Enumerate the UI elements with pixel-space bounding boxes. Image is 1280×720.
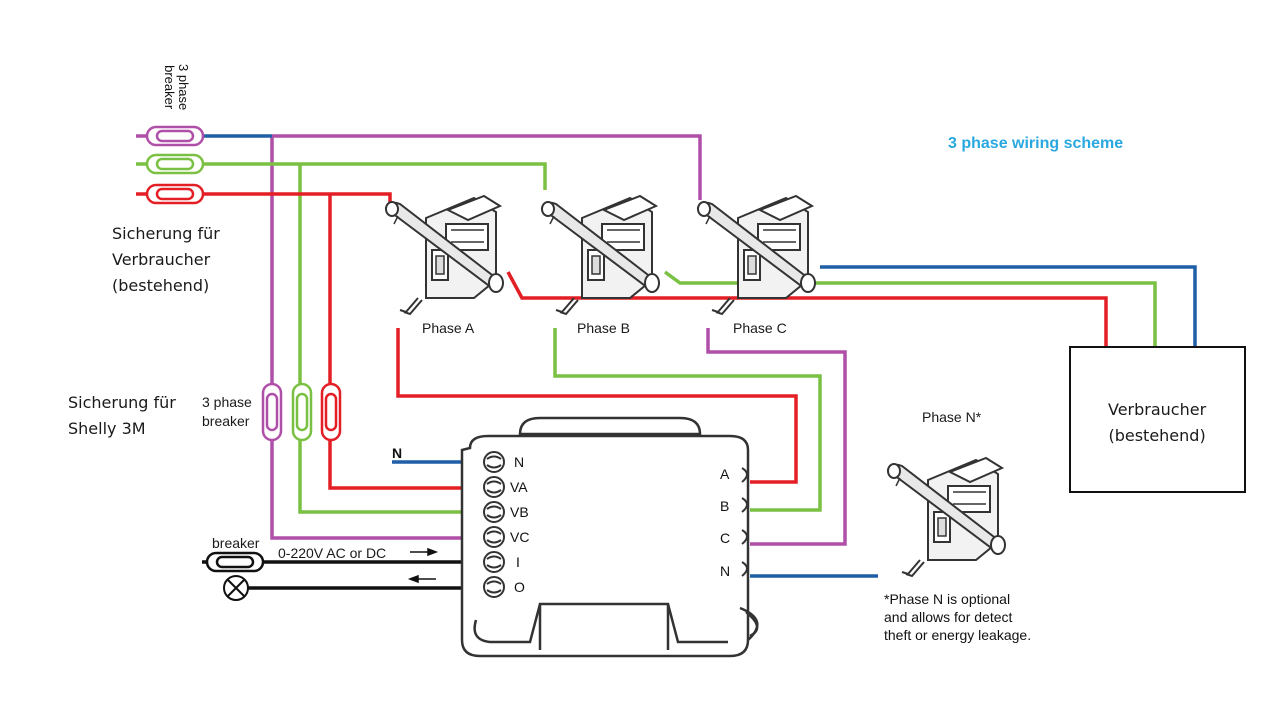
- shelly-terminal-o: O: [514, 579, 525, 595]
- shelly-terminal-i: I: [516, 554, 520, 570]
- n-wire-label: N: [392, 445, 403, 461]
- shelly-right-screws: [741, 467, 748, 577]
- consumer-box: [1069, 346, 1246, 493]
- wire-blue: [200, 134, 1197, 578]
- mid-breaker-red: [320, 382, 342, 442]
- shelly-terminal-va: VA: [510, 479, 528, 495]
- wire-purple: [136, 134, 847, 546]
- fuse-shelly-label: Sicherung für Shelly 3M: [68, 393, 176, 438]
- fuse-consumer-label: Sicherung für Verbraucher (bestehend): [112, 224, 220, 295]
- io-breaker: [205, 551, 265, 573]
- supply-label: 0-220V AC or DC: [278, 545, 387, 561]
- diagram-title: 3 phase wiring scheme: [948, 135, 1124, 152]
- shelly-terminal-vc: VC: [510, 529, 530, 545]
- shelly-device: [460, 416, 759, 658]
- wire-red: [136, 192, 1108, 490]
- clamp-label-phase-b: Phase B: [577, 320, 630, 336]
- io-breaker-label: breaker: [212, 535, 260, 551]
- shelly-terminal-n: N: [514, 454, 525, 470]
- clamp-phase-n: [887, 457, 1006, 577]
- shelly-terminal-n-right: N: [720, 563, 731, 579]
- clamp-label-phase-a: Phase A: [422, 320, 475, 336]
- clamp-label-phase-c: Phase C: [733, 320, 787, 336]
- shelly-terminal-a: A: [720, 466, 730, 482]
- mid-breaker-purple: [261, 382, 283, 442]
- clamp-label-phase-n: Phase N*: [922, 409, 982, 425]
- mid-breaker-green: [291, 382, 313, 442]
- top-breaker-label: 3 phase breaker: [162, 64, 191, 111]
- mid-breaker-label: 3 phase breaker: [202, 394, 252, 429]
- consumer-box-label: Verbraucher (bestehend): [1108, 400, 1207, 445]
- shelly-terminal-vb: VB: [510, 504, 529, 520]
- shelly-terminal-c: C: [720, 530, 731, 546]
- phase-n-note: *Phase N is optional and allows for dete…: [884, 591, 1032, 643]
- clamp-phase-a: [385, 195, 504, 315]
- top-breaker-red: [145, 183, 205, 205]
- top-breaker-purple: [145, 125, 205, 147]
- flow-arrows: [407, 547, 439, 584]
- wire-green: [136, 162, 1157, 514]
- shelly-terminal-b: B: [720, 498, 730, 514]
- top-breaker-green: [145, 153, 205, 175]
- lamp-icon: [223, 575, 249, 601]
